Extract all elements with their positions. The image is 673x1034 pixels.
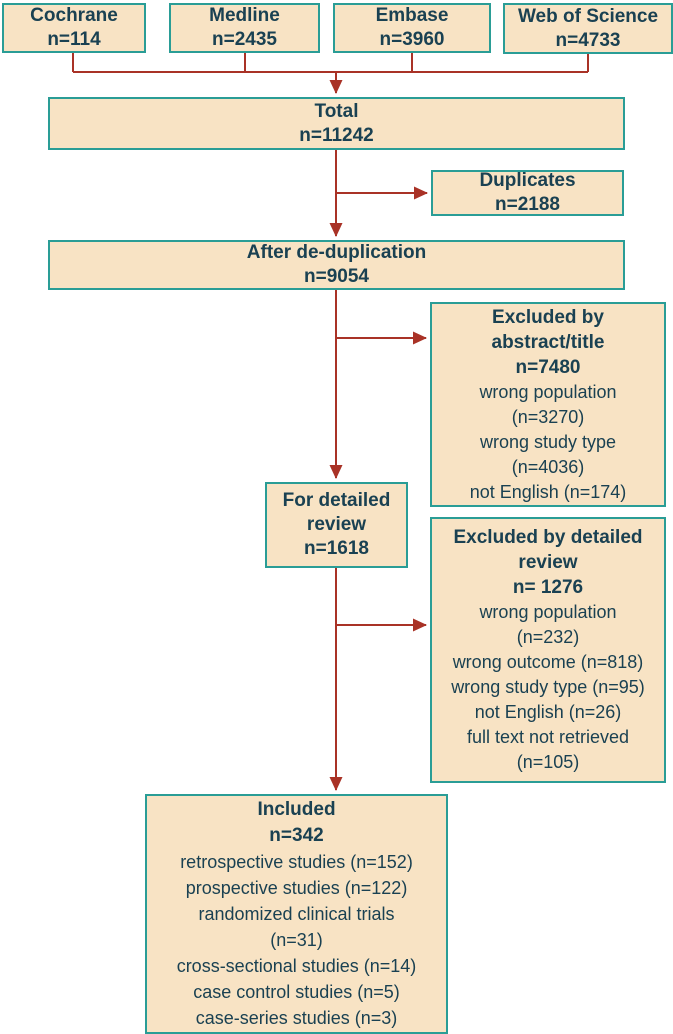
- node-included: Included n=342 retrospective studies (n=…: [145, 794, 448, 1034]
- node-excl-abstract-detail: wrong study type: [479, 431, 617, 452]
- node-excl-abstract-count: n=7480: [515, 356, 581, 378]
- node-excl-abstract-detail: not English (n=174): [469, 481, 627, 502]
- node-fordetailed-title-2: review: [306, 514, 367, 535]
- node-excl-detailed-detail: (n=105): [516, 752, 580, 772]
- node-excl-detailed-detail: wrong population: [479, 602, 617, 622]
- node-excl-abstract-heading-1: Excluded by: [492, 306, 604, 328]
- node-included-detail: (n=31): [270, 930, 323, 950]
- node-excl-detailed-heading-2: review: [518, 552, 578, 573]
- node-after-deduplication: After de-duplication n=9054: [48, 240, 625, 290]
- node-embase-count: n=3960: [379, 29, 445, 50]
- node-wos-title: Web of Science: [517, 5, 659, 27]
- node-afterdedup-title: After de-duplication: [246, 242, 427, 263]
- node-included-count: n=342: [269, 825, 324, 846]
- node-included-detail: prospective studies (n=122): [185, 878, 408, 898]
- node-for-detailed-review: For detailed review n=1618: [265, 482, 408, 568]
- node-excl-abstract-detail: (n=3270): [511, 406, 585, 427]
- node-medline: Medline n=2435: [169, 3, 320, 53]
- node-total: Total n=11242: [48, 97, 625, 150]
- node-excl-detailed-detail: (n=232): [516, 627, 580, 647]
- node-excl-abstract-detail: wrong population: [479, 381, 617, 402]
- node-cochrane: Cochrane n=114: [2, 3, 146, 53]
- node-embase-title: Embase: [375, 5, 449, 26]
- node-excl-detailed-detail: wrong outcome (n=818): [452, 652, 644, 672]
- node-excluded-by-abstract-title: Excluded by abstract/title n=7480 wrong …: [430, 302, 666, 507]
- node-duplicates-title: Duplicates: [479, 170, 576, 191]
- node-total-count: n=11242: [299, 124, 374, 146]
- node-fordetailed-count: n=1618: [304, 538, 369, 559]
- node-fordetailed-title-1: For detailed: [282, 490, 391, 511]
- node-embase: Embase n=3960: [333, 3, 491, 53]
- node-web-of-science: Web of Science n=4733: [503, 3, 673, 54]
- node-included-detail: case control studies (n=5): [193, 982, 400, 1002]
- node-wos-count: n=4733: [555, 29, 621, 51]
- node-cochrane-title: Cochrane: [30, 5, 118, 26]
- node-excluded-by-detailed-review: Excluded by detailed review n= 1276 wron…: [430, 517, 666, 783]
- node-excl-detailed-detail: not English (n=26): [474, 702, 622, 722]
- node-excl-abstract-heading-2: abstract/title: [491, 331, 605, 353]
- node-afterdedup-count: n=9054: [304, 266, 369, 287]
- node-duplicates-count: n=2188: [495, 194, 560, 215]
- node-included-detail: cross-sectional studies (n=14): [176, 956, 417, 976]
- node-excl-abstract-detail: (n=4036): [511, 456, 585, 477]
- node-cochrane-count: n=114: [47, 29, 101, 50]
- node-excl-detailed-detail: wrong study type (n=95): [451, 677, 645, 697]
- node-included-detail: case-series studies (n=3): [195, 1008, 398, 1028]
- node-total-title: Total: [314, 100, 359, 122]
- node-included-detail: retrospective studies (n=152): [180, 852, 413, 872]
- node-medline-count: n=2435: [212, 29, 277, 50]
- node-excl-detailed-count: n= 1276: [512, 577, 584, 598]
- node-excl-detailed-heading-1: Excluded by detailed: [453, 527, 643, 548]
- node-included-detail: randomized clinical trials: [198, 904, 395, 924]
- node-medline-title: Medline: [209, 5, 280, 26]
- node-included-title: Included: [257, 799, 336, 820]
- node-excl-detailed-detail: full text not retrieved: [466, 727, 630, 747]
- node-duplicates: Duplicates n=2188: [431, 170, 624, 216]
